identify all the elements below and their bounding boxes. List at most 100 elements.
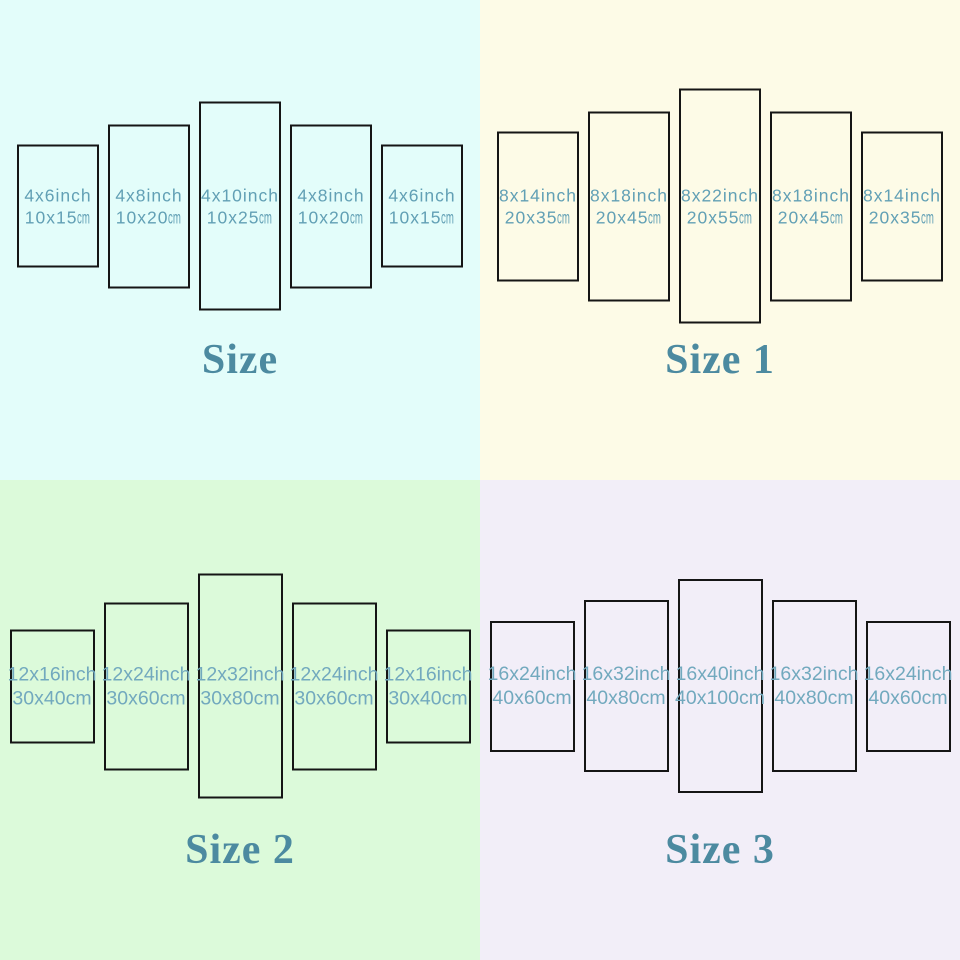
panel-dimensions: 12x24inch 30x60cm [290,662,379,710]
inch-dimension: 4x6inch [388,185,456,205]
inch-dimension: 16x32inch [769,663,859,685]
inch-dimension: 16x32inch [581,663,671,685]
inch-dimension: 4x8inch [115,185,183,205]
panel-outline: 4x10inch 10x25cm [199,101,281,311]
quadrant-size-2: 12x16inch 30x40cm 12x24inch 30x60cm 12x3… [0,480,480,960]
quadrant-size-1: 8x14inch 20x35cm 8x18inch 20x45cm 8x22in… [480,0,960,480]
cm-unit: cm [77,207,91,227]
panel-dimensions: 4x6inch 10x15cm [388,184,455,228]
cm-dimension: 30x40cm [388,687,468,709]
cm-unit: cm [830,207,844,227]
panel-dimensions: 8x14inch 20x35cm [863,184,941,228]
cm-dimension: 10x20cm [115,207,182,227]
cm-unit: cm [65,687,92,709]
panel-outline: 12x24inch 30x60cm [102,602,191,770]
inch-dimension: 12x16inch [383,663,473,685]
cm-dimension: 10x20cm [297,207,364,227]
panels-row: 16x24inch 40x60cm 16x32inch 40x80cm 16x4… [480,579,960,793]
panel-outline: 8x22inch 20x55cm [679,88,761,324]
panel-outline: 8x14inch 20x35cm [497,131,579,281]
inch-dimension: 8x18inch [771,185,851,205]
panel-outline: 8x14inch 20x35cm [861,131,943,281]
panel-dimensions: 12x24inch 30x60cm [102,662,191,710]
inch-dimension: 8x22inch [680,185,760,205]
cm-unit: cm [253,687,280,709]
cm-unit: cm [545,687,572,709]
inch-dimension: 16x24inch [487,663,577,685]
cm-unit: cm [441,207,455,227]
cm-unit: cm [350,207,364,227]
panel-dimensions: 16x40inch 40x100cm [675,662,765,710]
panel-outline: 16x32inch 40x80cm [770,600,859,772]
panel-dimensions: 8x18inch 20x45cm [590,184,668,228]
panel-outline: 12x16inch 30x40cm [383,629,473,743]
panel-outline: 16x24inch 40x60cm [488,620,577,752]
cm-unit: cm [648,207,662,227]
panel-dimensions: 16x32inch 40x80cm [770,662,859,710]
cm-unit: cm [159,687,186,709]
cm-unit: cm [921,687,948,709]
cm-dimension: 30x60cm [294,687,374,709]
cm-dimension: 10x15cm [24,207,91,227]
cm-unit: cm [827,687,854,709]
panel-dimensions: 16x24inch 40x60cm [488,662,577,710]
cm-unit: cm [921,207,935,227]
quadrant-title: Size 3 [665,827,775,873]
panel-outline: 16x32inch 40x80cm [582,600,671,772]
cm-dimension: 40x60cm [492,687,572,709]
panel-outline: 8x18inch 20x45cm [770,111,852,301]
cm-unit: cm [639,687,666,709]
inch-dimension: 12x24inch [101,663,191,685]
inch-dimension: 8x18inch [589,185,669,205]
quadrant-title: Size 2 [185,827,295,873]
cm-unit: cm [347,687,374,709]
cm-dimension: 20x35cm [504,207,571,227]
panel-dimensions: 4x6inch 10x15cm [24,184,91,228]
panel-outline: 8x18inch 20x45cm [588,111,670,301]
cm-unit: cm [259,207,273,227]
inch-dimension: 12x16inch [7,663,97,685]
quadrant-title: Size 1 [665,337,775,383]
panel-dimensions: 12x16inch 30x40cm [8,662,97,710]
cm-dimension: 20x35cm [868,207,935,227]
inch-dimension: 4x6inch [24,185,92,205]
panels-row: 4x6inch 10x15cm 4x8inch 10x20cm 4x10inch… [0,101,480,311]
panel-dimensions: 8x18inch 20x45cm [772,184,850,228]
panel-outline: 16x40inch 40x100cm [675,579,765,793]
cm-unit: cm [168,207,182,227]
cm-dimension: 20x55cm [686,207,753,227]
cm-unit: cm [441,687,468,709]
cm-dimension: 40x100cm [675,687,765,709]
inch-dimension: 4x10inch [200,185,280,205]
panel-outline: 12x32inch 30x80cm [196,573,285,799]
panel-dimensions: 8x14inch 20x35cm [499,184,577,228]
inch-dimension: 16x40inch [675,663,765,685]
inch-dimension: 8x14inch [498,185,578,205]
panel-outline: 12x24inch 30x60cm [290,602,379,770]
cm-dimension: 40x60cm [868,687,948,709]
cm-dimension: 40x80cm [586,687,666,709]
cm-unit: cm [557,207,571,227]
panel-dimensions: 12x32inch 30x80cm [196,662,285,710]
cm-dimension: 20x45cm [777,207,844,227]
quadrant-title: Size [201,337,279,383]
cm-dimension: 30x40cm [12,687,92,709]
panels-row: 12x16inch 30x40cm 12x24inch 30x60cm 12x3… [0,573,480,799]
panels-row: 8x14inch 20x35cm 8x18inch 20x45cm 8x22in… [480,88,960,324]
panel-outline: 4x6inch 10x15cm [381,144,463,268]
panel-outline: 12x16inch 30x40cm [8,629,97,743]
panel-dimensions: 16x32inch 40x80cm [582,662,671,710]
inch-dimension: 8x14inch [862,185,942,205]
panel-outline: 4x8inch 10x20cm [290,124,372,288]
panel-dimensions: 4x10inch 10x25cm [201,184,279,228]
panel-outline: 4x8inch 10x20cm [108,124,190,288]
panel-dimensions: 4x8inch 10x20cm [115,184,182,228]
cm-dimension: 10x25cm [206,207,273,227]
inch-dimension: 12x32inch [195,663,285,685]
inch-dimension: 12x24inch [289,663,379,685]
panel-outline: 16x24inch 40x60cm [864,620,953,752]
cm-unit: cm [739,687,765,709]
panel-dimensions: 16x24inch 40x60cm [864,662,953,710]
quadrant-size-3: 16x24inch 40x60cm 16x32inch 40x80cm 16x4… [480,480,960,960]
